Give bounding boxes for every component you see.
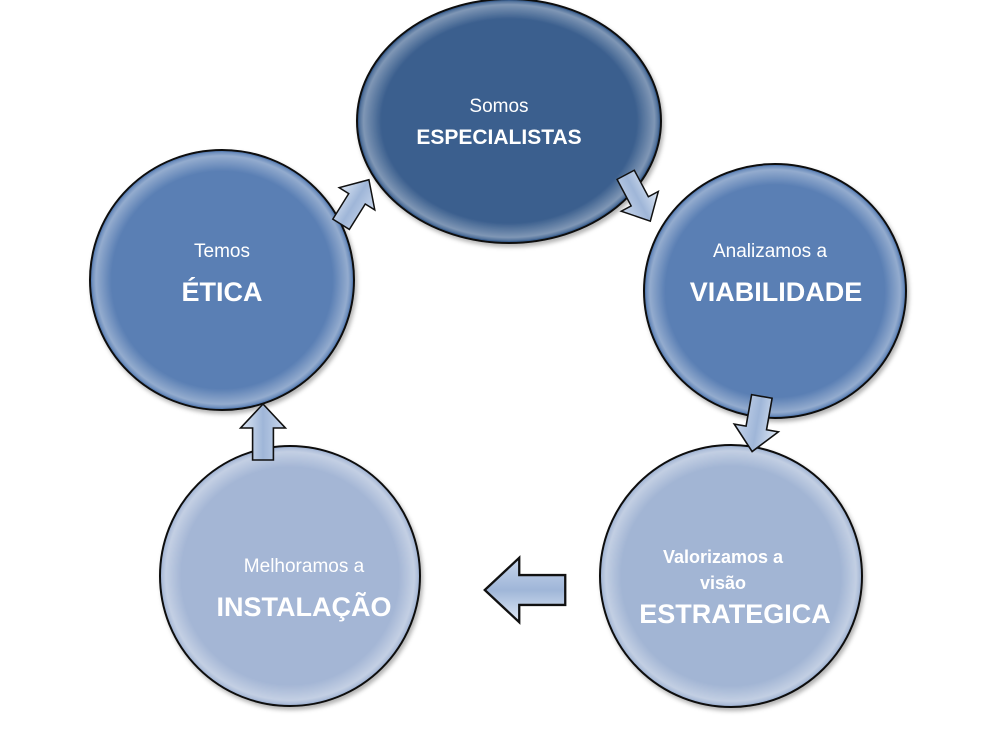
node-etica-title: ÉTICA: [182, 276, 263, 307]
node-viabilidade: [643, 163, 907, 419]
node-instalacao-title: INSTALAÇÃO: [217, 591, 392, 622]
node-estrategica-line1: Valorizamos a: [663, 547, 784, 567]
node-estrategica: [599, 444, 863, 708]
arrow-instalacao-to-etica-icon: [238, 402, 288, 461]
arrow-etica-to-especialistas-icon: [331, 178, 376, 231]
arrow-viabilidade-to-estrategica-icon: [732, 393, 781, 453]
node-viabilidade-line1: Analizamos a: [713, 241, 827, 262]
node-especialistas-title: ESPECIALISTAS: [416, 126, 581, 149]
node-estrategica-line1b: visão: [700, 573, 746, 593]
node-viabilidade-title: VIABILIDADE: [690, 277, 863, 307]
node-etica: [89, 149, 355, 411]
node-especialistas: [356, 0, 662, 244]
node-instalacao: [159, 445, 421, 707]
arrow-estrategica-to-instalacao-icon: [483, 555, 567, 625]
node-especialistas-line1: Somos: [469, 96, 528, 117]
node-etica-line1: Temos: [194, 241, 250, 262]
arrow-especialistas-to-viabilidade-icon: [616, 169, 660, 223]
node-instalacao-line1: Melhoramos a: [244, 556, 365, 577]
node-estrategica-title: ESTRATEGICA: [639, 599, 831, 629]
